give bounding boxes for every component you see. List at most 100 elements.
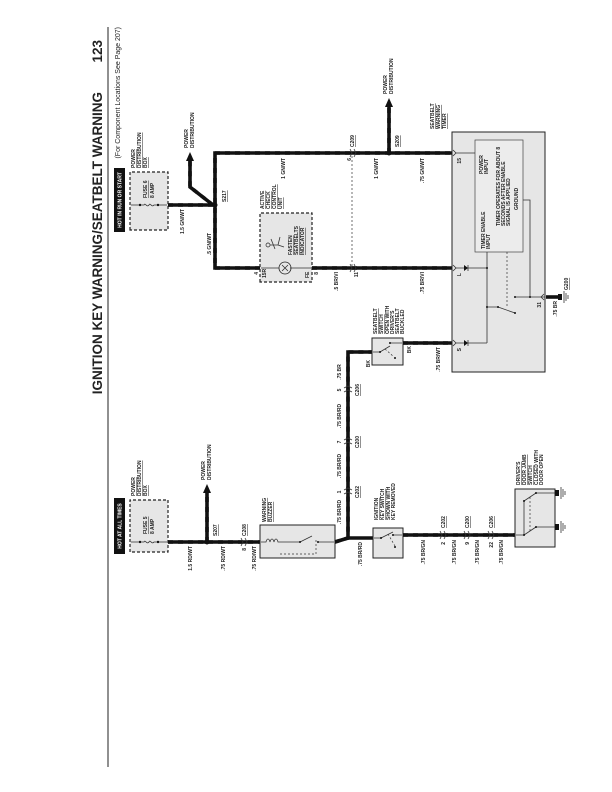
svg-text:11: 11 <box>354 272 360 278</box>
wire-label: .5 GN/WT <box>207 233 213 255</box>
connector-c206-bottom: 22 C206 <box>487 516 495 548</box>
timer-text: POWER <box>479 155 485 174</box>
connector-c202-top: 1 C202 <box>337 486 361 498</box>
timer-text: SIGNAL IS APPLIED <box>506 178 512 226</box>
fuse-6-icon <box>131 203 167 207</box>
door-switch-desc: DOOR OPEN <box>539 454 545 485</box>
pin-label: 15 <box>457 158 463 164</box>
indicator-label: FASTEN <box>288 235 294 255</box>
connector-c202-bottom: 2 C202 <box>439 516 447 545</box>
buzzer-coil-icon <box>261 535 334 543</box>
page-title: IGNITION KEY WARNING/SEATBELT WARNING <box>90 92 105 394</box>
wire-label: .75 BR/VI <box>420 271 426 293</box>
wire-label: 1 GN/WT <box>281 158 287 179</box>
ignition-switch-desc: SHOWN WITH <box>386 486 392 520</box>
power-distribution-label: DISTRIBUTION <box>207 444 213 480</box>
ground-icon <box>555 487 566 499</box>
fuse-6-label: FUSE 6 <box>143 180 149 198</box>
seatbelt-switch-desc: BUCKLED <box>400 309 406 334</box>
power-distribution-box-left <box>129 499 169 553</box>
svg-text:22: 22 <box>489 542 495 548</box>
fuse-5-rating: 8 AMP <box>150 518 156 534</box>
indicator-label: SEATBELTS <box>294 225 300 255</box>
hot-in-run-badge <box>114 168 125 232</box>
svg-text:C209: C209 <box>350 135 356 147</box>
svg-text:7: 7 <box>337 440 343 443</box>
warning-buzzer <box>259 524 336 559</box>
connector-c200-top: 7 C200 <box>337 436 361 448</box>
pdb-right-label: POWER <box>131 149 137 168</box>
connector-c208 <box>240 537 248 547</box>
svg-text:1: 1 <box>337 490 343 493</box>
wire-label: .5 BR/VI <box>334 271 340 291</box>
wire-label: .75 BR/RD <box>337 404 343 429</box>
wire-label: .75 BR <box>553 301 559 317</box>
splice-label: S207 <box>213 524 219 536</box>
ground-icon <box>555 521 566 533</box>
ignition-switch-label: IGNITION <box>374 497 380 520</box>
arrow-icon <box>385 98 393 107</box>
power-distribution-label: POWER <box>184 129 190 148</box>
wire-label: 1.5 GN/WT <box>180 209 186 234</box>
fuse-5-label: FUSE 5 <box>143 516 149 534</box>
wire-label: .75 BR/WT <box>436 347 442 372</box>
buzzer-label: BUZZER <box>268 501 274 522</box>
svg-text:C206: C206 <box>355 384 361 396</box>
pin-label: 15R <box>262 268 268 278</box>
seatbelt-person-icon <box>265 236 285 250</box>
buzzer-label: WARNING <box>262 498 268 522</box>
svg-text:9: 9 <box>465 542 471 545</box>
check-unit-label: CONTROL <box>272 184 278 209</box>
timer-text: INPUT <box>486 234 492 249</box>
pin-label: 31 <box>537 302 543 308</box>
pin-label: S <box>457 347 463 351</box>
power-distribution-label: POWER <box>201 461 207 480</box>
wire-label: .75 RD/WT <box>221 546 227 571</box>
indicator-label: INDICATOR <box>300 227 306 255</box>
connector-c206-top: 5 C206 <box>337 384 361 396</box>
power-distribution-label: DISTRIBUTION <box>190 112 196 148</box>
door-switch-desc: CLOSED WITH <box>534 450 540 485</box>
wire-label: 1.5 RD/WT <box>188 546 194 571</box>
wire-label: .75 BR <box>337 364 343 380</box>
connector-c200-bottom: 9 C200 <box>463 516 471 545</box>
power-distribution-box-right <box>129 171 169 231</box>
fuse-5-icon <box>131 540 167 544</box>
hot-in-run-label: HOT IN RUN OR START <box>118 172 124 228</box>
timer-text: GROUND <box>514 187 520 210</box>
seatbelt-switch-desc: OPEN WITH <box>385 305 391 334</box>
wire-color-bk: BK <box>407 346 413 354</box>
door-switch-label: SWITCH <box>528 465 534 485</box>
wire-label: .75 BR/GN <box>452 540 458 565</box>
ignition-key-switch <box>372 527 404 559</box>
door-jamb-switch <box>514 488 556 548</box>
svg-text:2: 2 <box>441 542 447 545</box>
wire-label: 1 GN/WT <box>374 158 380 179</box>
seatbelt-switch <box>371 337 404 366</box>
fuse-6-rating: 8 AMP <box>150 182 156 198</box>
wire-label: .75 BR/GN <box>475 540 481 565</box>
page-number: 123 <box>90 40 105 63</box>
wire-label: .75 BR/GN <box>499 540 505 565</box>
wire-label: .75 RD/WT <box>252 546 258 571</box>
power-distribution-label: POWER <box>383 75 389 94</box>
ground-icon <box>558 291 569 303</box>
wire-label: .75 BR/RD <box>337 454 343 479</box>
svg-text:C200: C200 <box>465 516 471 528</box>
svg-text:5: 5 <box>337 388 343 391</box>
wire-label: .75 BR/RD <box>337 500 343 525</box>
pdb-left-label: BOX <box>143 485 149 497</box>
check-unit-label: UNIT <box>278 197 284 209</box>
timer-logic-block <box>474 139 524 253</box>
svg-text:C202: C202 <box>441 516 447 528</box>
splice-s217 <box>212 202 218 208</box>
right-circuit: HOT IN RUN OR START FUSE 6 8 AMP POWER D… <box>114 58 570 373</box>
seatbelt-switch-label: SWITCH <box>379 314 385 334</box>
pin-label: FE <box>305 271 311 278</box>
pdb-right-label: BOX <box>143 157 149 169</box>
splice-label: S217 <box>222 190 228 202</box>
wire-label: .75 BR/RD <box>358 542 364 567</box>
wire-label: .75 GN/WT <box>420 158 426 183</box>
wire-label: .75 BR/GN <box>421 540 427 565</box>
timer-text: TIMER ENABLE <box>481 211 487 249</box>
